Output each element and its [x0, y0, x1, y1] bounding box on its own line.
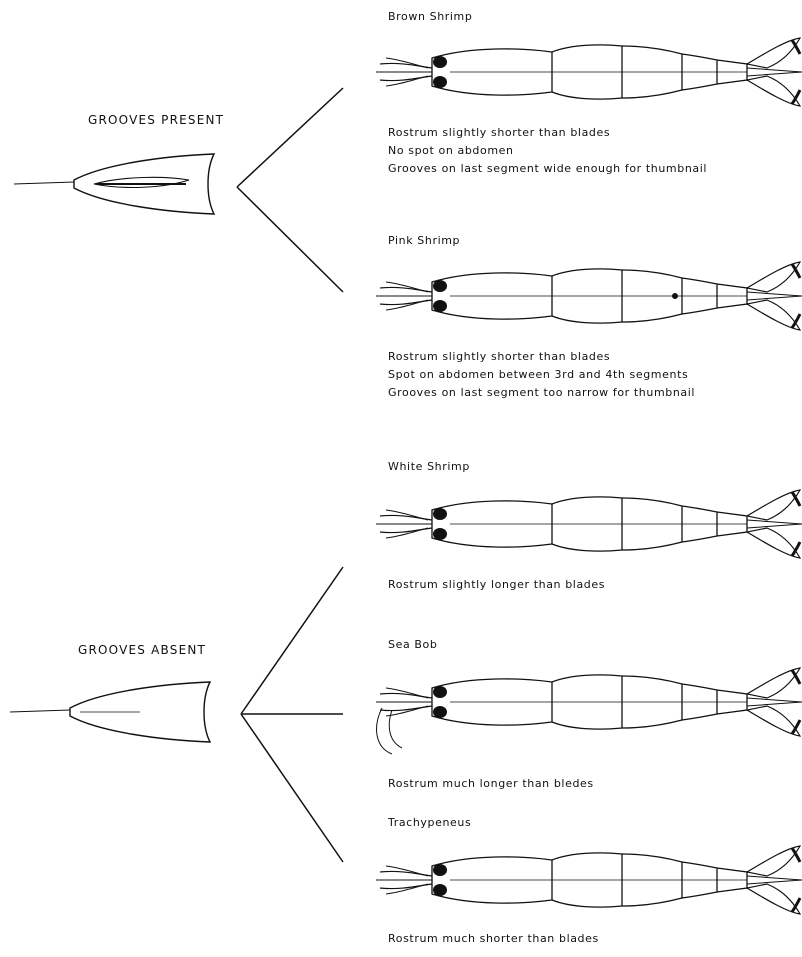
white-shrimp-illustration — [376, 490, 802, 558]
branch-lines-grooves-present — [237, 88, 343, 292]
grooves-present-segment-illustration — [14, 154, 214, 214]
brown-shrimp-illustration — [376, 38, 802, 106]
pink-shrimp-illustration — [376, 262, 802, 330]
branch-lines-grooves-absent — [241, 567, 343, 862]
grooves-absent-segment-illustration — [10, 682, 210, 742]
sea-bob-illustration — [376, 668, 802, 754]
trachypeneus-illustration — [376, 846, 802, 914]
